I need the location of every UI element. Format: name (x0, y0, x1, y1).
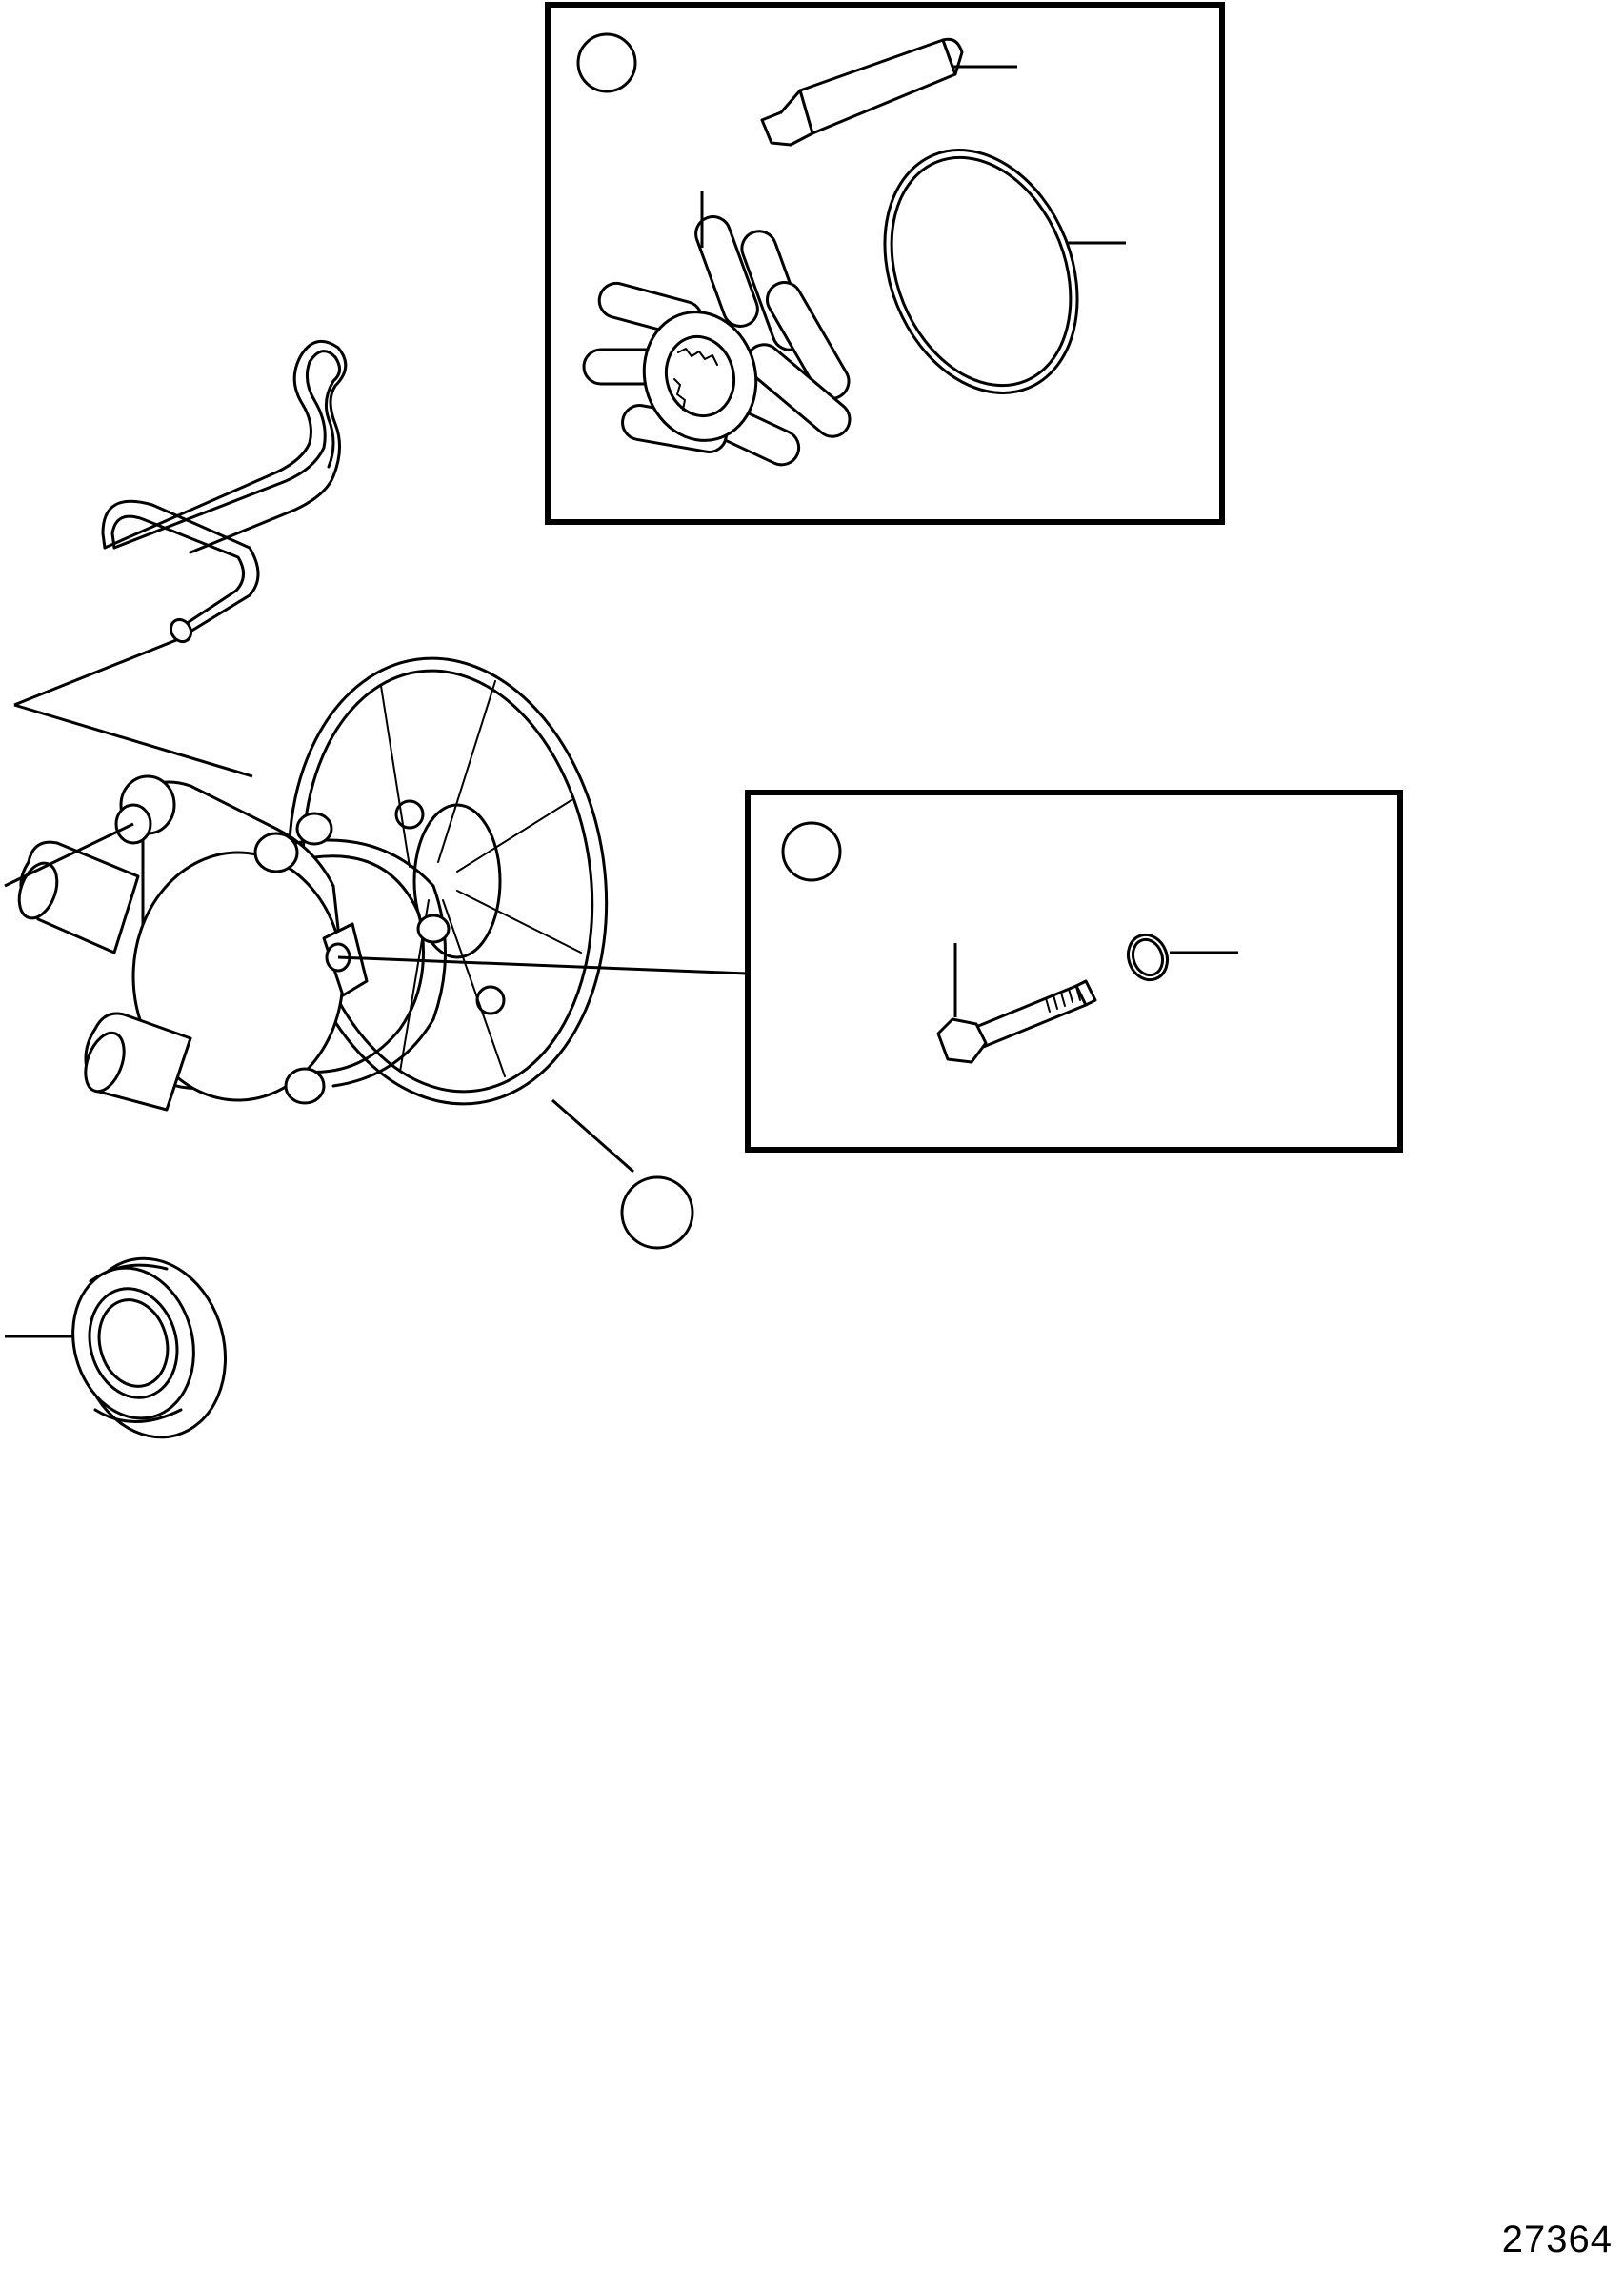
shaft-seal (5, 1256, 228, 1439)
pipe-leader-a (13, 703, 253, 778)
screw-kit-leader (337, 955, 749, 975)
impeller-kit-group (545, 2, 1225, 525)
pump-left-leader (4, 822, 134, 888)
o-ring (883, 149, 1126, 394)
pump-callout (620, 1175, 694, 1250)
screw (936, 943, 1097, 1064)
grease-tube (760, 37, 1017, 147)
cooling-pipe (101, 339, 348, 644)
pump-callout-leader (551, 1098, 634, 1174)
screw-kit-callout (781, 821, 842, 882)
screw-kit-box (745, 790, 1403, 1153)
pump-assembly (4, 638, 749, 1250)
small-seal (1126, 933, 1238, 982)
pipe-leader-b (13, 638, 177, 707)
impeller (582, 191, 852, 467)
figure-number: 27364 (1501, 2219, 1613, 2260)
screw-kit-group (745, 790, 1403, 1153)
impeller-kit-callout (576, 32, 637, 93)
